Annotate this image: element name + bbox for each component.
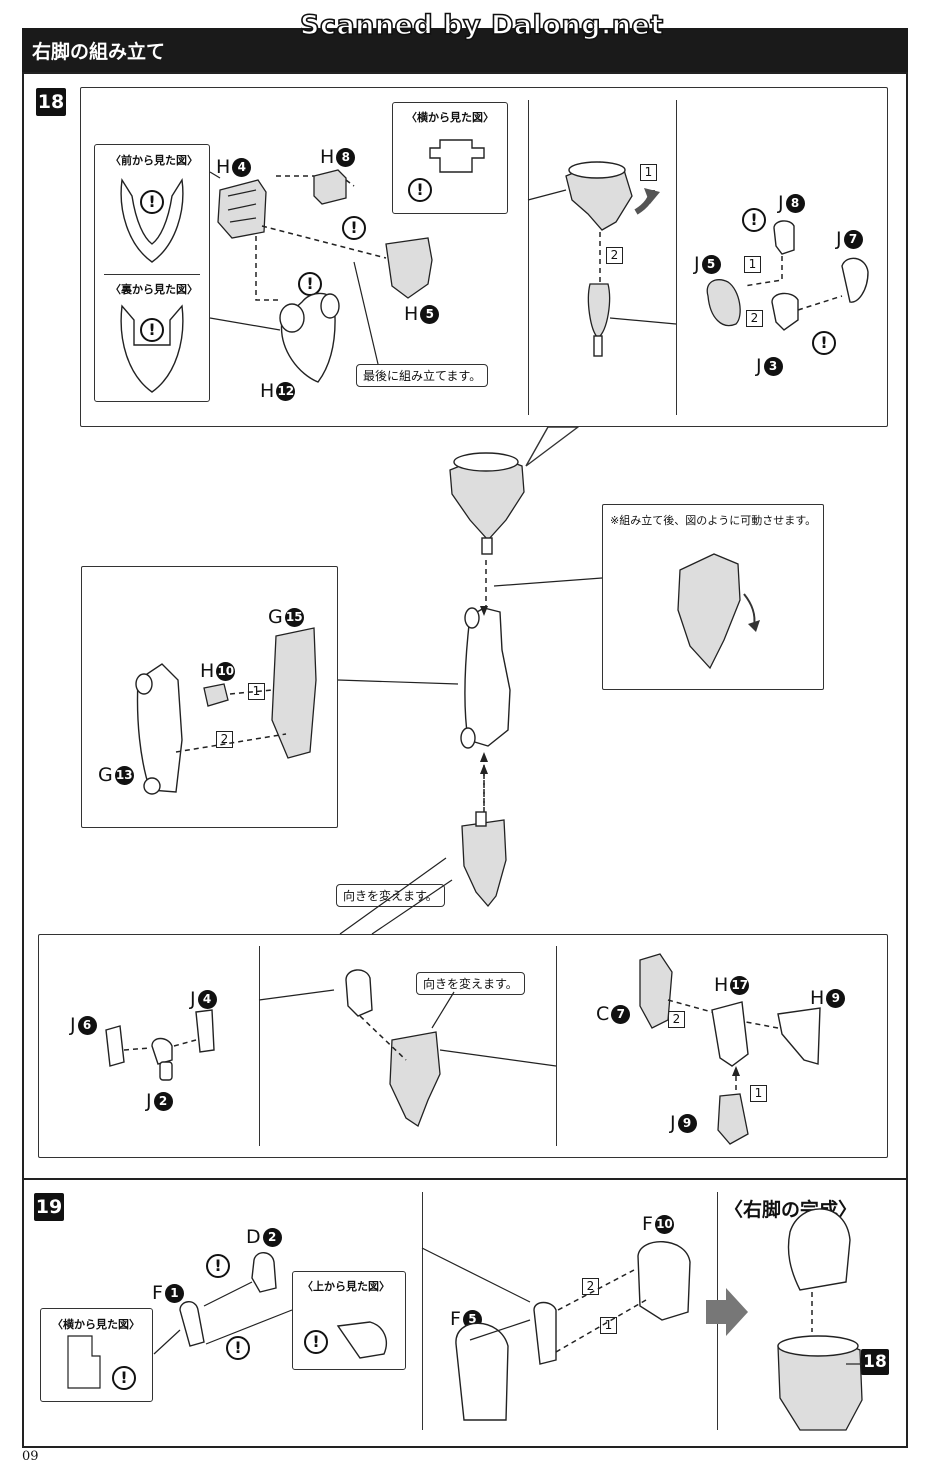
- panel-divider: [259, 946, 260, 1146]
- panel-divider: [422, 1192, 423, 1430]
- reference-step-18: 18: [861, 1349, 889, 1375]
- panel-divider: [556, 946, 557, 1146]
- warning-icon: !: [112, 1366, 136, 1390]
- note-movable: ※組み立て後、図のように可動させます。: [610, 514, 817, 527]
- warning-icon: !: [140, 190, 164, 214]
- warning-icon: !: [342, 216, 366, 240]
- shin-assembly-panel: [38, 934, 888, 1158]
- scan-watermark: Scanned by Dalong.net: [299, 9, 664, 42]
- warning-icon: !: [304, 1330, 328, 1354]
- warning-icon: !: [206, 1254, 230, 1278]
- warning-icon: !: [408, 178, 432, 202]
- panel-divider: [717, 1192, 718, 1430]
- warning-icon: !: [140, 318, 164, 342]
- order-box-2: 2: [668, 1011, 685, 1028]
- back-view-label: 〈裏から見た図〉: [110, 283, 198, 296]
- panel-divider: [676, 100, 677, 415]
- order-box-2: 2: [582, 1278, 599, 1295]
- step-divider: [22, 1178, 908, 1180]
- order-box-2: 2: [606, 247, 623, 264]
- step-number-19: 19: [34, 1193, 64, 1221]
- note-assemble-last: 最後に組み立てます。: [356, 364, 489, 387]
- order-box-1: 1: [750, 1085, 767, 1102]
- warning-icon: !: [812, 331, 836, 355]
- page-title: 右脚の組み立て: [32, 41, 166, 63]
- step-number-18: 18: [36, 88, 66, 116]
- panel-divider: [528, 100, 529, 415]
- order-box-1: 1: [640, 164, 657, 181]
- note-change-orientation: 向きを変えます。: [336, 884, 445, 907]
- side-view-label: 〈横から見た図〉: [406, 111, 494, 124]
- side-view-label: 〈横から見た図〉: [52, 1318, 140, 1331]
- order-box-2: 2: [216, 731, 233, 748]
- order-box-1: 1: [744, 256, 761, 273]
- header-bar: [22, 28, 908, 72]
- note-change-orientation: 向きを変えます。: [416, 972, 525, 995]
- order-box-1: 1: [600, 1317, 617, 1334]
- completion-title: 〈右脚の完成〉: [724, 1199, 858, 1221]
- warning-icon: !: [298, 272, 322, 296]
- order-box-2: 2: [746, 310, 763, 327]
- warning-icon: !: [226, 1336, 250, 1360]
- front-view-label: 〈前から見た図〉: [110, 154, 198, 167]
- page-number: 09: [22, 1449, 39, 1464]
- view-separator: [104, 274, 200, 275]
- top-view-label: 〈上から見た図〉: [302, 1280, 390, 1293]
- front-back-view-box: [94, 144, 210, 402]
- warning-icon: !: [742, 208, 766, 232]
- movable-note-panel: [602, 504, 824, 690]
- order-box-1: 1: [248, 683, 265, 700]
- instruction-frame: [22, 72, 908, 1448]
